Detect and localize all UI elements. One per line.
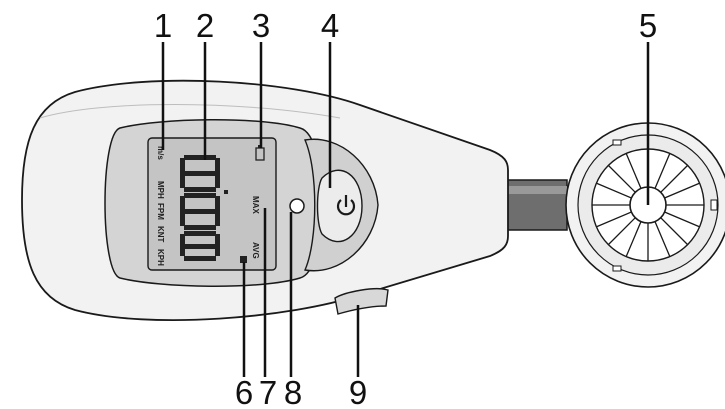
digit-3 bbox=[180, 231, 220, 261]
side-hold-button[interactable] bbox=[334, 288, 389, 315]
unit-label-fpm: FPM bbox=[156, 203, 165, 220]
callout-1: 1 bbox=[154, 7, 172, 44]
power-icon bbox=[336, 195, 356, 216]
unit-label-ms: m/s bbox=[156, 146, 165, 160]
callout-8: 8 bbox=[284, 374, 302, 409]
max-label: MAX bbox=[251, 196, 260, 214]
callout-7: 7 bbox=[259, 374, 277, 409]
callout-2: 2 bbox=[196, 7, 214, 44]
hold-button-icon[interactable] bbox=[289, 198, 305, 214]
impeller-head bbox=[504, 122, 725, 288]
callout-6: 6 bbox=[235, 374, 253, 409]
callout-5: 5 bbox=[639, 7, 657, 44]
digit-2 bbox=[180, 193, 220, 230]
unit-label-kph: KPH bbox=[156, 249, 165, 266]
leader-lines bbox=[161, 42, 650, 377]
digit-1 bbox=[180, 155, 220, 192]
low-battery-indicator bbox=[240, 256, 247, 263]
power-button[interactable] bbox=[316, 169, 363, 243]
callout-4: 4 bbox=[321, 7, 339, 44]
unit-label-mph: MPH bbox=[156, 181, 165, 199]
callout-3: 3 bbox=[252, 7, 270, 44]
segment-digits bbox=[180, 155, 228, 261]
avg-label: AVG bbox=[251, 242, 260, 259]
unit-labels: m/s MPH FPM KNT KPH bbox=[156, 146, 165, 266]
unit-label-knt: KNT bbox=[156, 226, 165, 243]
callout-numbers: 1 2 3 4 5 6 7 8 9 bbox=[154, 7, 657, 409]
callout-9: 9 bbox=[349, 374, 367, 409]
